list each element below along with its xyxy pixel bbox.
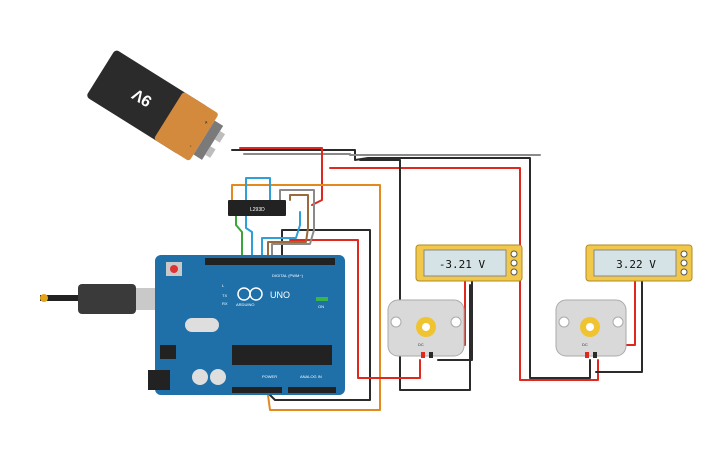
digital-header[interactable] <box>205 258 335 265</box>
wire-mm1-black[interactable] <box>437 279 473 361</box>
multimeter-1[interactable]: -3.21 V <box>415 244 523 282</box>
motor-1[interactable]: DC <box>387 299 465 358</box>
motor-2-terminal-minus[interactable] <box>593 352 597 358</box>
motor-1-mount-left <box>390 316 402 328</box>
wire-brown-loop[interactable] <box>267 194 309 257</box>
wire-mm2-black[interactable] <box>595 279 643 373</box>
rx-label: RX <box>222 301 228 306</box>
motor-1-mount-right <box>450 316 462 328</box>
motor-2-mount-left <box>558 316 570 328</box>
battery-cap <box>193 120 224 160</box>
multimeter-1-reading: -3.21 V <box>439 258 486 271</box>
multimeter-1-knob-v[interactable] <box>510 259 518 267</box>
power-label: POWER <box>262 374 277 379</box>
wire-orange-chip[interactable] <box>231 184 381 411</box>
tx-label: TX <box>222 293 227 298</box>
power-jack[interactable] <box>148 370 170 390</box>
battery-terminal-plus[interactable] <box>214 130 226 143</box>
multimeter-2-display <box>593 249 677 277</box>
usb-cable[interactable] <box>40 284 160 314</box>
wire-black-bottom[interactable] <box>269 229 371 401</box>
wire-green[interactable] <box>235 209 243 257</box>
multimeter-1-knob-a[interactable] <box>510 250 518 258</box>
battery-terminal-minus[interactable] <box>205 146 216 158</box>
battery-minus-sign: - <box>188 143 193 149</box>
chip-label: L293D <box>250 207 265 213</box>
battery-9v[interactable]: 9V + - <box>86 49 233 170</box>
capacitor-2 <box>210 369 226 385</box>
analog-label: ANALOG IN <box>300 374 322 379</box>
wire-red-right[interactable] <box>329 167 599 381</box>
reset-button-cap <box>170 265 178 273</box>
analog-header[interactable] <box>288 387 336 393</box>
board-model: UNO <box>270 290 290 300</box>
wire-black-left-motor[interactable] <box>359 159 471 391</box>
wire-blue-2[interactable] <box>261 211 301 257</box>
l-label: L <box>222 283 225 288</box>
multimeter-2[interactable]: 3.22 V <box>585 244 693 282</box>
motor-1-label: DC <box>418 342 424 347</box>
arduino-logo-right <box>249 287 263 301</box>
crystal-oscillator <box>185 318 219 332</box>
usb-cord-end <box>40 294 48 302</box>
multimeter-1-display <box>423 249 507 277</box>
motor-1-terminal-plus[interactable] <box>421 352 425 358</box>
power-header[interactable] <box>232 387 282 393</box>
driver-chip[interactable]: L293D <box>228 200 286 216</box>
wire-red-left-motor[interactable] <box>289 239 421 379</box>
wire-gray-top[interactable] <box>243 153 541 156</box>
motor-2-label: DC <box>582 342 588 347</box>
multimeter-2-reading: 3.22 V <box>616 258 656 271</box>
board-brand: ARDUINO <box>236 302 254 307</box>
motor-2[interactable]: DC <box>555 299 627 358</box>
motor-2-mount-right <box>612 316 624 328</box>
multimeter-2-knob-v[interactable] <box>680 259 688 267</box>
multimeter-2-knob-a[interactable] <box>680 250 688 258</box>
arduino-board[interactable]: DIGITAL (PWM~) UNO ARDUINO L TX RX ON PO… <box>148 255 345 395</box>
on-label: ON <box>318 304 324 309</box>
motor-2-terminal-plus[interactable] <box>585 352 589 358</box>
battery-band <box>154 92 218 161</box>
motor-2-shaft-center <box>586 323 594 331</box>
on-led <box>316 297 328 301</box>
digital-label: DIGITAL (PWM~) <box>272 273 304 278</box>
chip-body <box>228 200 286 216</box>
microcontroller-chip <box>232 345 332 365</box>
wire-red-battery-chip[interactable] <box>239 147 323 206</box>
capacitor-1 <box>192 369 208 385</box>
multimeter-2-knob-r[interactable] <box>680 268 688 276</box>
usb-plug-tip <box>136 288 160 310</box>
battery-plus-sign: + <box>203 120 210 127</box>
multimeter-1-knob-r[interactable] <box>510 268 518 276</box>
wire-gray-loop[interactable] <box>271 189 315 257</box>
wire-blue-1[interactable] <box>245 177 271 257</box>
voltage-regulator <box>160 345 176 359</box>
motor-1-shaft-center <box>422 323 430 331</box>
usb-plug-body <box>78 284 136 314</box>
wire-black-battery-right[interactable] <box>231 149 591 379</box>
motor-1-terminal-minus[interactable] <box>429 352 433 358</box>
